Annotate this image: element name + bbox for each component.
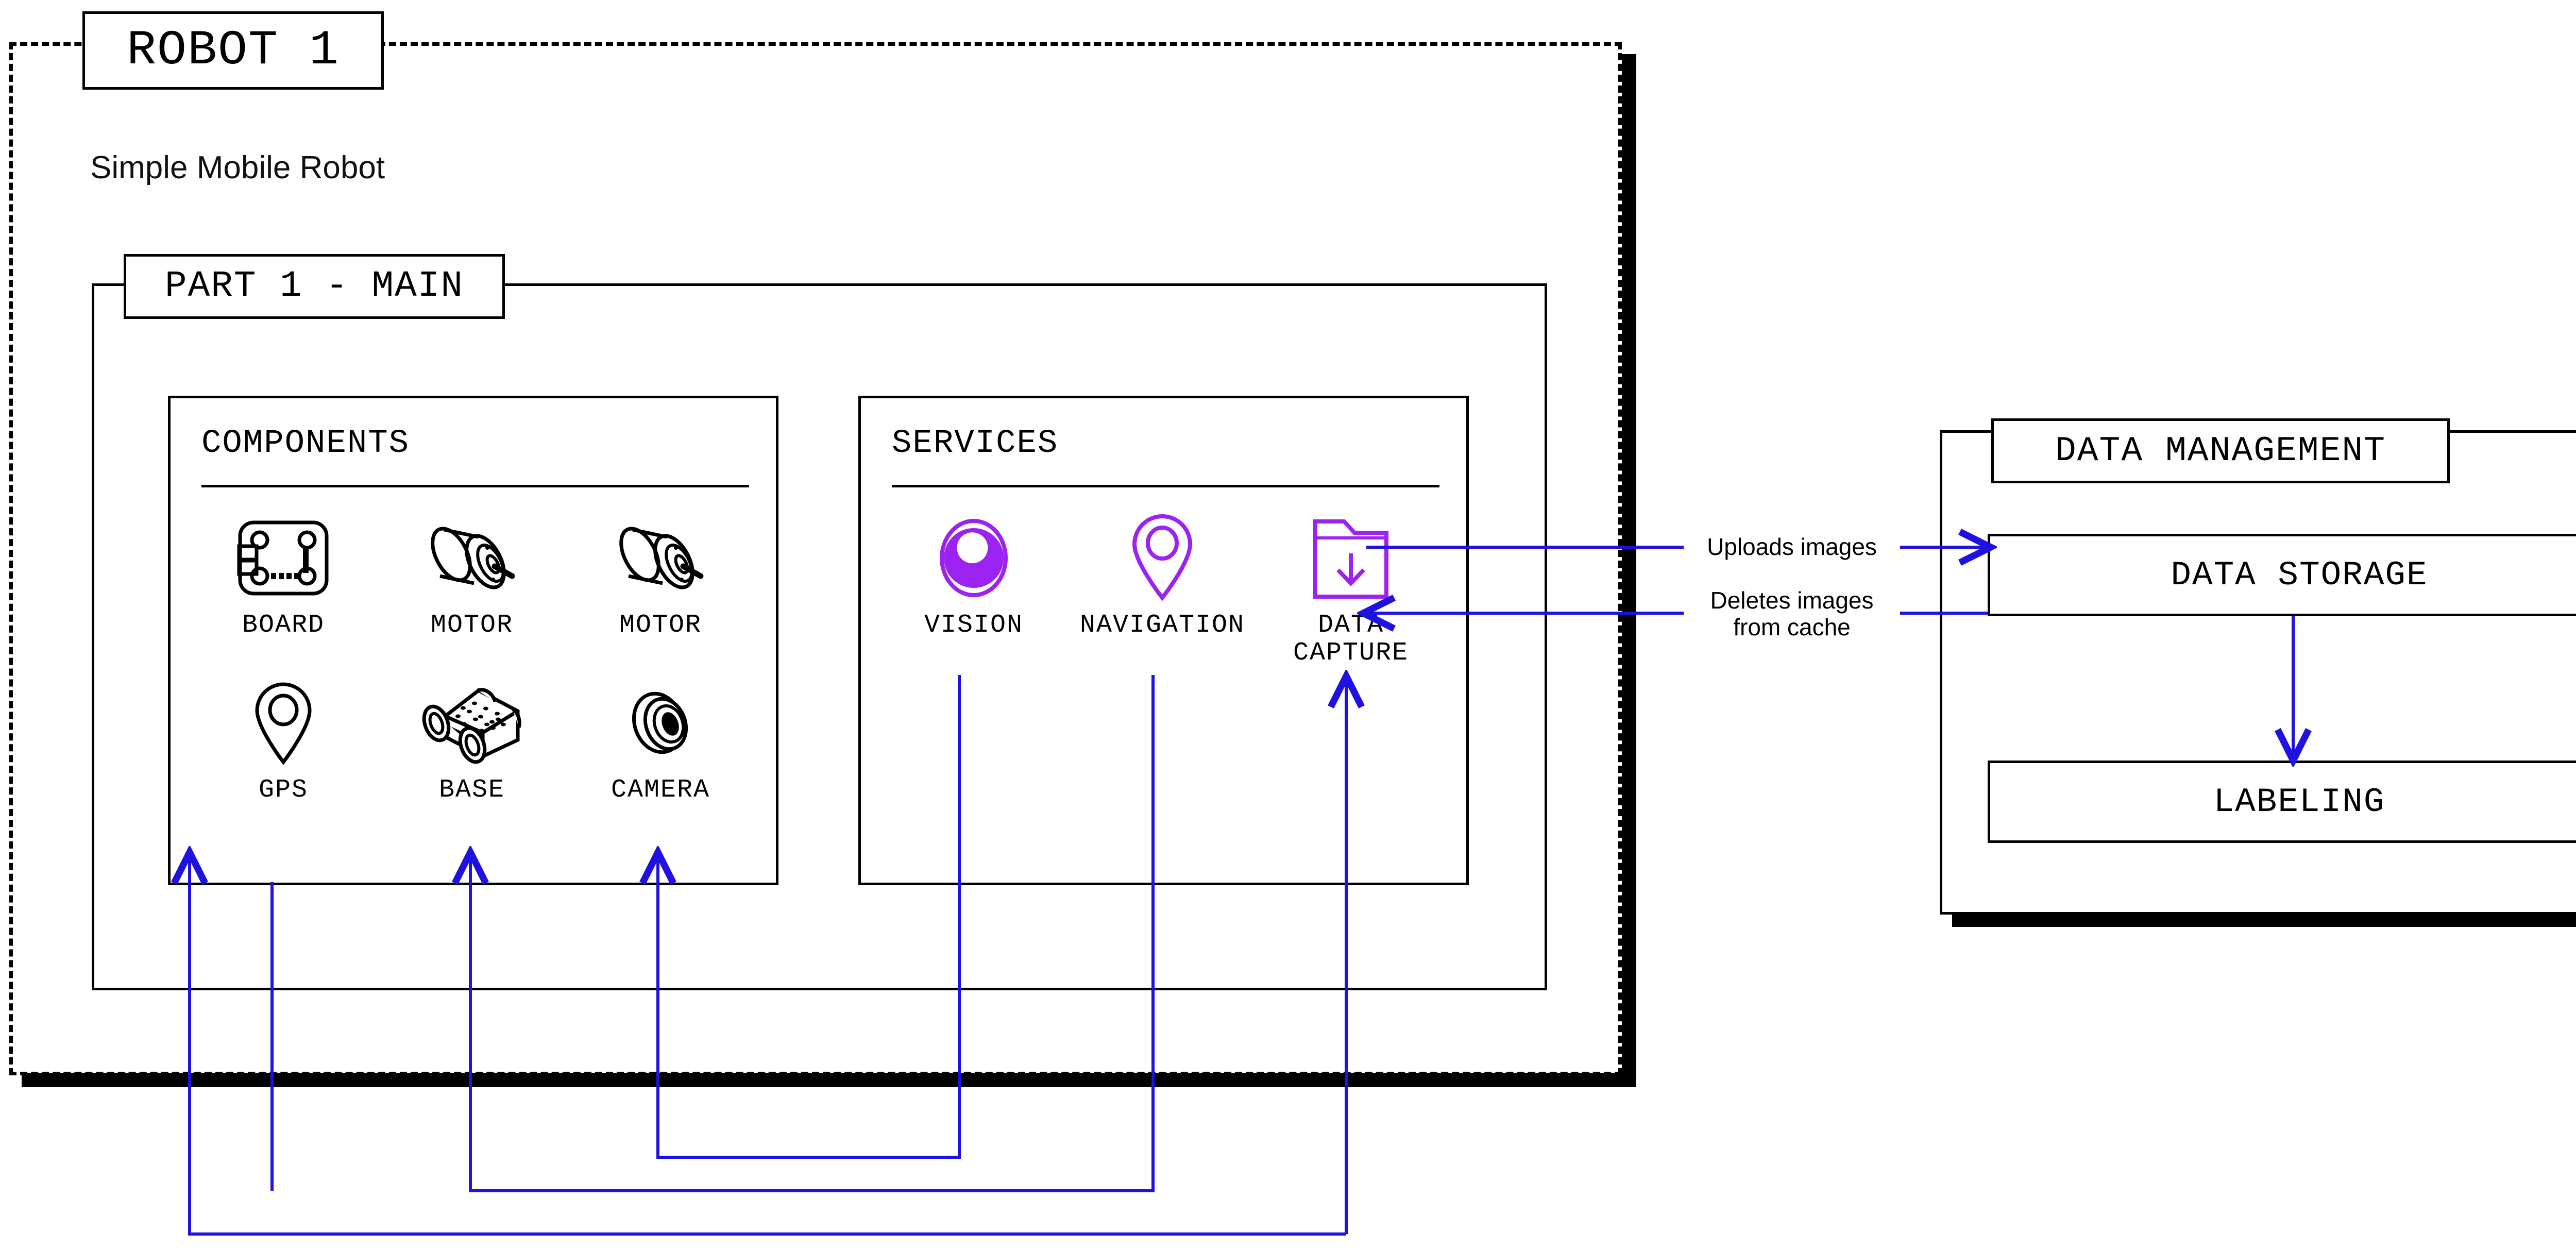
component-item-camera[interactable]: CAMERA <box>566 671 755 836</box>
services-panel: SERVICES VISION NAVIGATION <box>858 396 1469 885</box>
components-panel-title: COMPONENTS <box>201 425 410 462</box>
services-panel-title: SERVICES <box>892 425 1059 462</box>
service-label-line2: CAPTURE <box>1293 638 1409 668</box>
motor-icon <box>613 506 708 610</box>
data-storage-label: DATA STORAGE <box>2171 555 2428 595</box>
robot-title-chip: ROBOT 1 <box>82 11 384 90</box>
services-grid: VISION NAVIGATION DATA CAPTURE <box>879 506 1446 671</box>
service-label: NAVIGATION <box>1079 611 1245 640</box>
component-item-motor-1[interactable]: MOTOR <box>378 506 566 671</box>
service-item-data-capture[interactable]: DATA CAPTURE <box>1257 506 1445 671</box>
part-main-title: PART 1 - MAIN <box>165 266 464 307</box>
service-label-line1: DATA <box>1317 611 1384 640</box>
component-label: BOARD <box>242 611 325 640</box>
folder-download-icon <box>1307 506 1395 610</box>
component-item-base[interactable]: BASE <box>378 671 566 836</box>
service-label: DATA CAPTURE <box>1293 612 1409 667</box>
rover-base-icon <box>417 671 528 774</box>
labeling-label: LABELING <box>2213 782 2385 821</box>
data-storage-node[interactable]: DATA STORAGE <box>1988 534 2576 616</box>
robot-subtitle: Simple Mobile Robot <box>90 150 385 185</box>
component-label: GPS <box>258 775 308 805</box>
circuit-board-icon <box>237 506 330 610</box>
location-pin-icon <box>1126 506 1198 610</box>
components-panel: COMPONENTS BO <box>168 396 778 885</box>
edge-label-deletes-line1: Deletes images <box>1710 587 1874 614</box>
camera-lens-icon <box>619 671 702 774</box>
component-label: BASE <box>438 775 505 805</box>
component-item-motor-2[interactable]: MOTOR <box>566 506 755 671</box>
edge-label-deletes-images: Deletes images from cache <box>1684 587 1900 641</box>
part-main-title-chip: PART 1 - MAIN <box>124 254 505 319</box>
components-grid: BOARD MOTOR <box>189 506 756 836</box>
robot-container-shadow-right <box>1622 54 1636 1086</box>
labeling-node[interactable]: LABELING <box>1988 761 2576 843</box>
component-item-board[interactable]: BOARD <box>189 506 378 671</box>
motor-icon <box>425 506 520 610</box>
service-item-navigation[interactable]: NAVIGATION <box>1068 506 1257 671</box>
service-label: VISION <box>924 611 1024 640</box>
edge-label-deletes-line2: from cache <box>1733 613 1851 640</box>
services-panel-divider <box>892 485 1439 487</box>
edge-label-uploads-images: Uploads images <box>1684 533 1900 561</box>
component-label: MOTOR <box>430 611 514 640</box>
robot-title: ROBOT 1 <box>126 23 340 78</box>
data-management-title: DATA MANAGEMENT <box>2055 431 2386 471</box>
eye-icon <box>935 506 1012 610</box>
data-management-shadow-bottom <box>1952 915 2576 927</box>
component-item-gps[interactable]: GPS <box>189 671 378 836</box>
service-item-vision[interactable]: VISION <box>879 506 1068 671</box>
component-label: CAMERA <box>611 775 710 805</box>
component-label: MOTOR <box>619 611 702 640</box>
map-pin-icon <box>249 671 318 774</box>
data-management-title-chip: DATA MANAGEMENT <box>1991 418 2450 483</box>
components-panel-divider <box>201 485 749 487</box>
